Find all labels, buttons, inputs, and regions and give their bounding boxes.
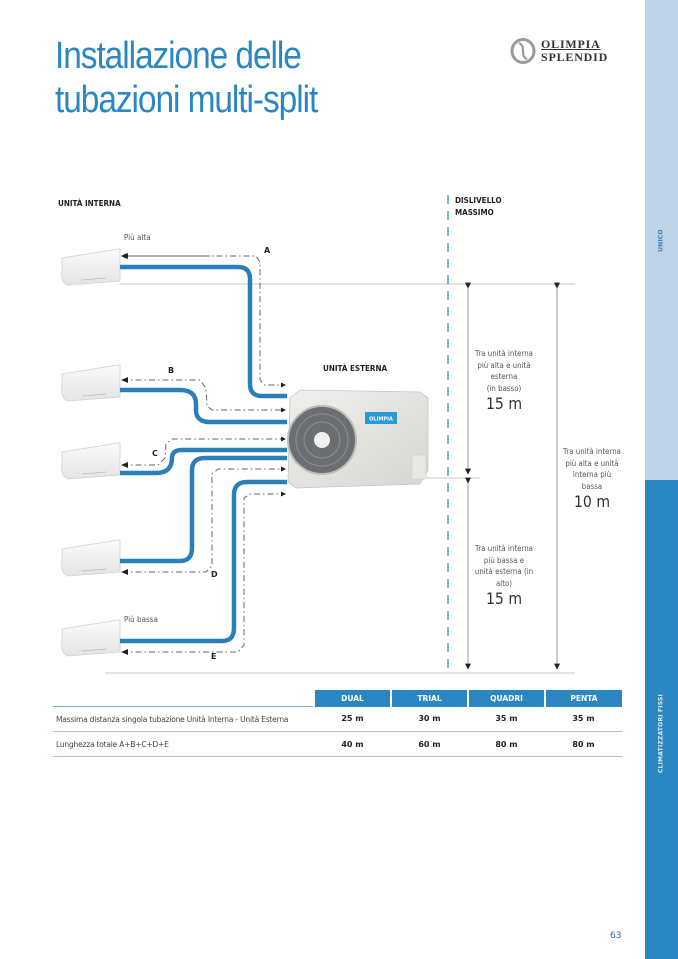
indoor-unit-4: [61, 539, 121, 577]
brand-logo: OLIMPIA SPLENDID: [510, 37, 626, 66]
piping-spec-table: DUAL TRIAL QUADRI PENTA Massima distanza…: [53, 690, 622, 757]
height-note-lower: Tra unità interna più bassa e unità este…: [471, 543, 538, 609]
pipe-letter-b: B: [168, 366, 175, 375]
svg-text:OLIMPIA: OLIMPIA: [369, 417, 393, 423]
flow-b: [122, 379, 286, 413]
flow-c: [122, 436, 286, 466]
pipe-c: [120, 447, 287, 476]
max-height-label-2: MASSIMO: [455, 208, 494, 217]
height-note-upper: Tra unità interna più alta e unità ester…: [471, 348, 538, 414]
flow-d: [122, 466, 286, 573]
height-note-indoor-value: 10 m: [573, 492, 611, 511]
cell-value: 25 m: [314, 706, 391, 732]
note-line: più alta e unità: [565, 458, 619, 468]
row-label: Lunghezza totale A+B+C+D+E: [53, 731, 314, 757]
page-title: Installazione delle tubazioni multi-spli…: [55, 34, 318, 122]
outdoor-unit-label: UNITÀ ESTERNA: [323, 364, 388, 373]
flow-lines: [121, 253, 286, 653]
page-title-line-1: Installazione delle: [55, 35, 302, 77]
note-line: unità esterna (in: [474, 567, 534, 576]
pipe-letter-c: C: [152, 449, 158, 458]
pipe-b: [120, 387, 287, 425]
lowest-unit-label: Più bassa: [124, 615, 158, 624]
brand-name-line-2: SPLENDID: [541, 50, 609, 64]
table-row: Lunghezza totale A+B+C+D+E 40 m 60 m 80 …: [53, 731, 622, 757]
cell-value: 40 m: [314, 731, 391, 757]
indoor-unit-1: [61, 248, 121, 286]
note-line: (in basso): [486, 383, 522, 393]
table-row: Massima distanza singola tubazione Unità…: [53, 706, 622, 732]
note-line: bassa: [581, 481, 603, 491]
indoor-unit-5: [61, 619, 121, 657]
row-label: Massima distanza singola tubazione Unità…: [53, 706, 314, 732]
cell-value: 35 m: [545, 706, 622, 732]
pipe-letter-a: A: [264, 246, 271, 255]
max-height-label-1: DISLIVELLO: [455, 196, 502, 205]
highest-unit-label: Più alta: [124, 233, 151, 242]
indoor-unit-3: [61, 442, 121, 480]
refrigerant-pipes: [120, 264, 287, 644]
cell-value: 80 m: [468, 731, 545, 757]
note-line: alto): [495, 578, 513, 588]
note-line: Tra unità interna: [475, 544, 533, 553]
page-number: 63: [610, 931, 622, 941]
note-line: più bassa e: [483, 555, 525, 565]
sidebar-dark-band: [645, 480, 678, 959]
brand-name-line-1: OLIMPIA: [541, 37, 601, 51]
cell-value: 30 m: [391, 706, 468, 732]
column-header-quadri: QUADRI: [467, 690, 545, 707]
note-line: più alta e unità: [477, 360, 531, 370]
note-line: Tra unità interna: [475, 349, 533, 358]
cell-value: 35 m: [468, 706, 545, 732]
indoor-unit-label: UNITÀ INTERNA: [58, 199, 121, 208]
pipe-letter-d: D: [211, 570, 218, 579]
height-note-indoor: Tra unità interna più alta e unità inter…: [559, 446, 626, 512]
column-header-penta: PENTA: [544, 690, 622, 707]
sidebar-light-band: [645, 0, 678, 480]
note-line: Tra unità interna: [563, 447, 621, 456]
flow-arrowheads-left: [121, 253, 128, 655]
height-note-lower-value: 15 m: [485, 589, 523, 608]
note-line: interna più: [572, 470, 612, 479]
cell-value: 60 m: [391, 731, 468, 757]
cell-value: 80 m: [545, 731, 622, 757]
pipe-d: [120, 455, 287, 564]
table-header-blank: [53, 690, 314, 707]
column-header-trial: TRIAL: [390, 690, 468, 707]
flow-e: [122, 491, 286, 653]
olimpia-splendid-logo-icon: [510, 38, 536, 64]
note-line: esterna: [490, 372, 518, 381]
dimension-arrows: [465, 282, 560, 670]
flow-a: [122, 255, 286, 388]
column-header-dual: DUAL: [313, 690, 391, 707]
page-title-line-2: tubazioni multi-split: [55, 79, 318, 121]
pipe-e: [120, 479, 287, 644]
outdoor-unit: OLIMPIA: [287, 389, 429, 489]
pipe-letter-e: E: [211, 652, 217, 661]
table-header-row: DUAL TRIAL QUADRI PENTA: [53, 690, 622, 707]
height-note-upper-value: 15 m: [485, 394, 523, 413]
pipe-a: [120, 264, 287, 399]
indoor-unit-2: [61, 364, 121, 402]
